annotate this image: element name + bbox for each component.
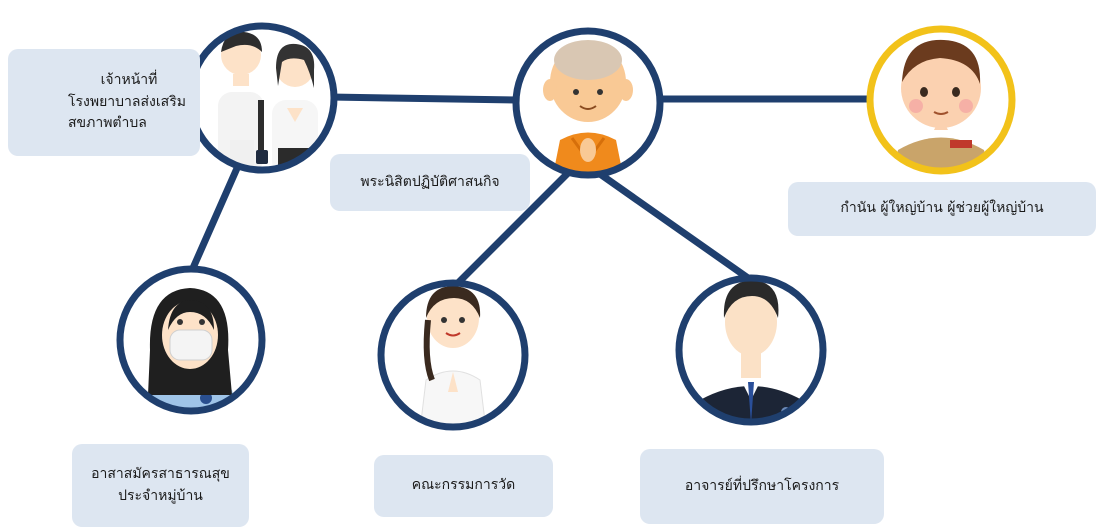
connector-health-volunteer — [189, 162, 242, 272]
health-volunteer-label-line2: ประจำหมู่บ้าน — [118, 487, 203, 504]
monk-label-text: พระนิสิตปฏิบัติศาสนกิจ — [360, 173, 500, 190]
project-advisor-label-text: อาจารย์ที่ปรึกษาโครงการ — [684, 477, 840, 494]
health-volunteer-label: อาสาสมัครสาธารณสุข ประจำหมู่บ้าน — [72, 444, 249, 527]
connector-monk-advisor — [596, 170, 752, 282]
project-advisor-label: อาจารย์ที่ปรึกษาโครงการ — [640, 449, 884, 524]
health-staff-label: เจ้าหน้าที่ โรงพยาบาลส่งเสริม สขภาพตำบล — [8, 49, 200, 156]
monk-label: พระนิสิตปฏิบัติศาสนกิจ — [330, 154, 530, 211]
project-advisor-node — [675, 274, 827, 426]
temple-committee-label-text: คณะกรรมการวัด — [411, 477, 516, 494]
health-staff-label-line1: เจ้าหน้าที่ — [100, 71, 158, 88]
connector-monk-temple — [454, 169, 572, 287]
health-staff-label-line3: สขภาพตำบล — [68, 115, 147, 132]
temple-committee-node — [377, 279, 529, 431]
health-staff-label-line2: โรงพยาบาลส่งเสริม — [68, 93, 186, 110]
monk-node — [512, 27, 664, 179]
connectors — [189, 93, 876, 287]
connector-monk-health — [326, 93, 522, 104]
village-chief-label-text: กำนัน ผู้ใหญ่บ้าน ผู้ช่วยผู้ใหญ่บ้าน — [840, 200, 1044, 217]
village-chief-label: กำนัน ผู้ใหญ่บ้าน ผู้ช่วยผู้ใหญ่บ้าน — [788, 182, 1096, 236]
health-volunteer-node — [116, 265, 266, 415]
health-staff-node — [186, 22, 338, 174]
temple-committee-label: คณะกรรมการวัด — [374, 455, 553, 517]
health-volunteer-label-line1: อาสาสมัครสาธารณสุข — [91, 465, 230, 482]
village-chief-node — [866, 25, 1016, 175]
